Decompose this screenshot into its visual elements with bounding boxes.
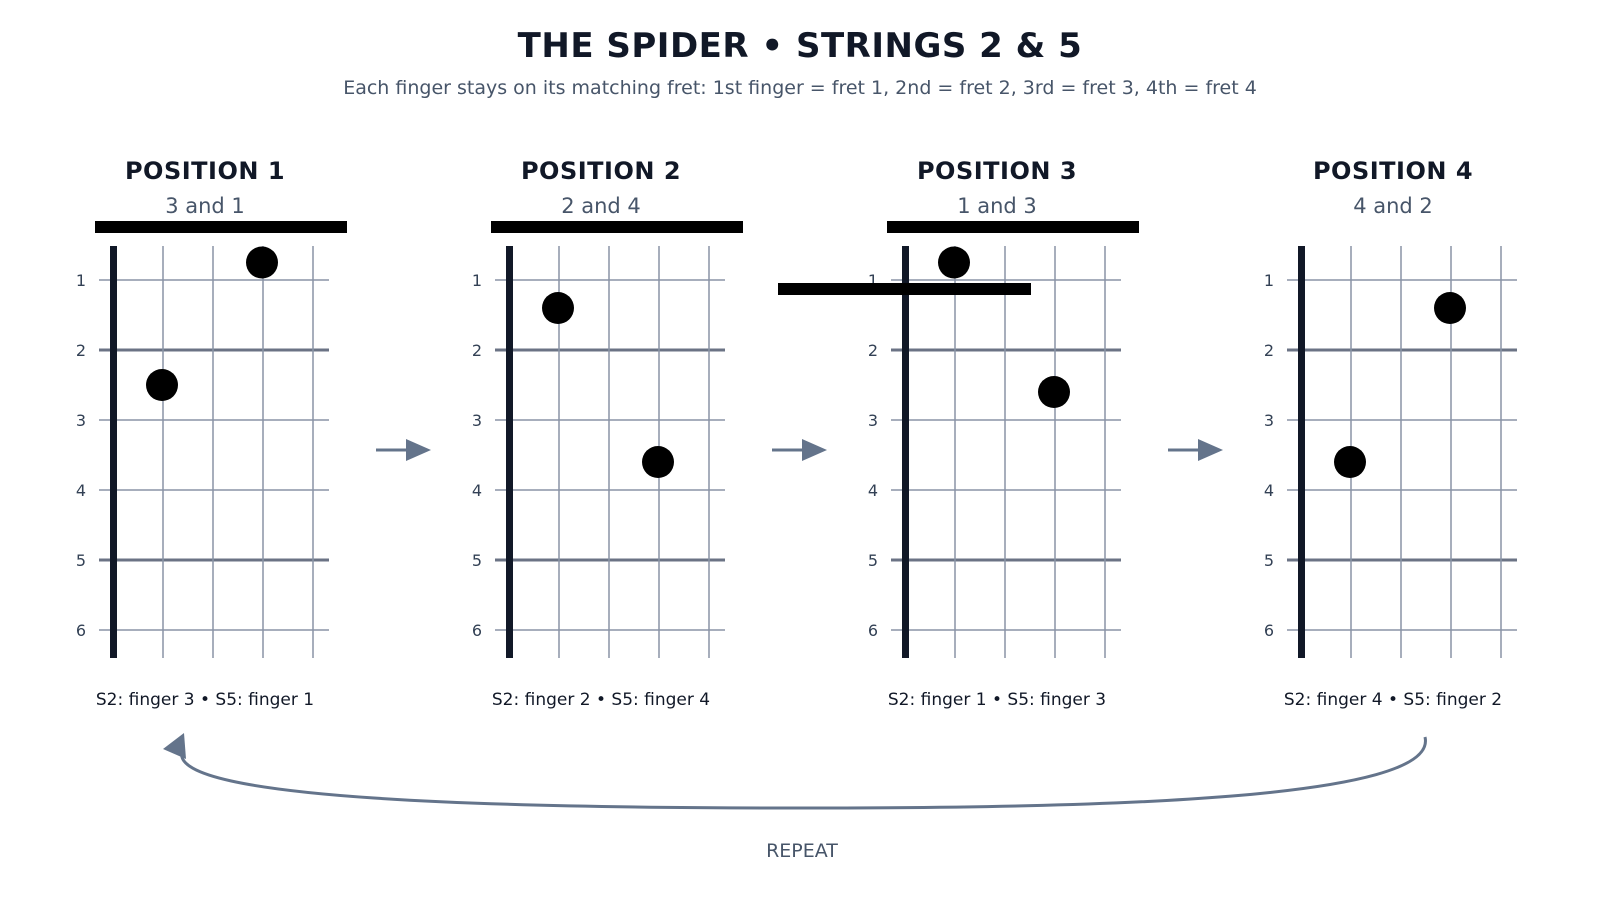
overlay-bar	[778, 283, 1031, 295]
fret-number-6: 6	[76, 621, 86, 640]
page-title: THE SPIDER • STRINGS 2 & 5	[518, 26, 1083, 66]
neck-edge	[902, 246, 909, 658]
page-subtitle: Each finger stays on its matching fret: …	[343, 77, 1257, 99]
arrow-3-to-4	[1168, 439, 1223, 461]
arrow-2-to-3	[772, 439, 827, 461]
position-title: POSITION 1	[125, 157, 285, 185]
position-caption: S2: finger 1 • S5: finger 3	[888, 690, 1106, 710]
fret-number-3: 3	[472, 411, 482, 430]
fret-number-1: 1	[472, 271, 482, 290]
position-diagram-1: POSITION 1 3 and 1 1 2 3 4 5 6S2: finger 3 • S5…	[76, 157, 347, 710]
neck-edge	[1298, 246, 1305, 658]
fret-number-3: 3	[76, 411, 86, 430]
fret-number-5: 5	[76, 551, 86, 570]
fret-number-6: 6	[472, 621, 482, 640]
position-caption: S2: finger 2 • S5: finger 4	[492, 690, 710, 710]
top-bar	[887, 221, 1139, 233]
position-diagram-2: POSITION 2 2 and 4 1 2 3 4 5 6S2: finger 2 • S5…	[472, 157, 743, 710]
position-fingers: 3 and 1	[165, 194, 245, 218]
position-fingers: 2 and 4	[561, 194, 641, 218]
finger-dot-2	[642, 446, 674, 478]
fret-number-5: 5	[1264, 551, 1274, 570]
position-title: POSITION 2	[521, 157, 681, 185]
repeat-loop-arrow	[163, 733, 1427, 810]
neck-edge	[110, 246, 117, 658]
fret-number-5: 5	[868, 551, 878, 570]
arrow-1-to-2	[376, 439, 431, 461]
position-diagram-3: POSITION 3 1 and 3 1 2 3 4 5 6S2: finger 1 • S5…	[778, 157, 1139, 710]
position-title: POSITION 4	[1313, 157, 1473, 185]
finger-dot-2	[1434, 292, 1466, 324]
fret-number-1: 1	[76, 271, 86, 290]
fret-number-2: 2	[472, 341, 482, 360]
positions-row: POSITION 1 3 and 1 1 2 3 4 5 6S2: finger 3 • S5…	[76, 157, 1517, 710]
neck-edge	[506, 246, 513, 658]
repeat-label: REPEAT	[766, 840, 838, 862]
finger-dot-2	[1038, 376, 1070, 408]
fret-number-5: 5	[472, 551, 482, 570]
finger-dot-2	[246, 246, 278, 279]
fret-number-6: 6	[1264, 621, 1274, 640]
fret-number-1: 1	[868, 271, 878, 290]
top-bar	[491, 221, 743, 233]
finger-dot-1	[938, 246, 970, 279]
position-title: POSITION 3	[917, 157, 1077, 185]
fret-number-1: 1	[1264, 271, 1274, 290]
fret-number-6: 6	[868, 621, 878, 640]
fret-number-3: 3	[868, 411, 878, 430]
fret-number-3: 3	[1264, 411, 1274, 430]
position-caption: S2: finger 3 • S5: finger 1	[96, 690, 314, 710]
fret-number-2: 2	[868, 341, 878, 360]
position-diagram-4: POSITION 4 4 and 2 1 2 3 4 5 6S2: finger 4 • S5…	[1264, 157, 1517, 710]
finger-dot-1	[146, 369, 178, 401]
finger-dot-1	[1334, 446, 1366, 478]
fret-number-4: 4	[76, 481, 86, 500]
fret-number-4: 4	[1264, 481, 1274, 500]
fret-number-4: 4	[868, 481, 878, 500]
fret-number-2: 2	[1264, 341, 1274, 360]
finger-dot-1	[542, 292, 574, 324]
position-fingers: 1 and 3	[957, 194, 1037, 218]
top-bar	[95, 221, 347, 233]
position-caption: S2: finger 4 • S5: finger 2	[1284, 690, 1502, 710]
fret-number-4: 4	[472, 481, 482, 500]
fret-number-2: 2	[76, 341, 86, 360]
position-fingers: 4 and 2	[1353, 194, 1433, 218]
